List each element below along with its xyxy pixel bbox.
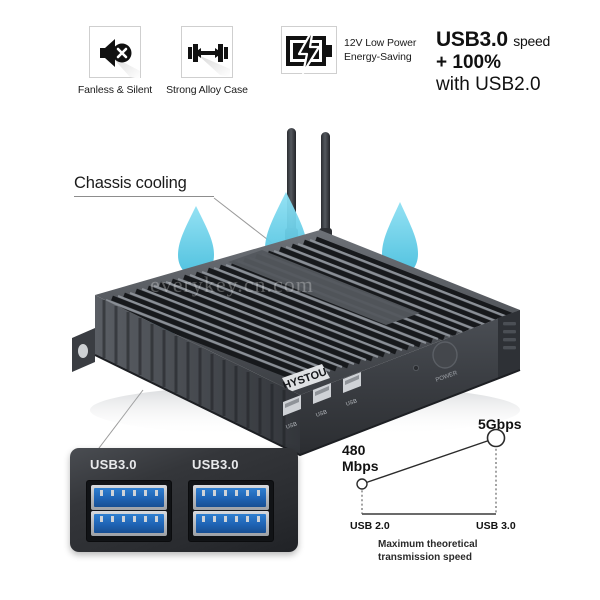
feature-badge-row: Fanless & Silent Strong Alloy Case xyxy=(0,0,600,120)
usb-port-group-left[interactable] xyxy=(86,480,172,542)
usb-port-insert xyxy=(196,514,266,533)
chassis-front-face xyxy=(300,310,520,455)
speaker-mute-icon-svg xyxy=(100,39,140,79)
usb-speed-headline: USB3.0 speed + 100% with USB2.0 xyxy=(436,28,596,96)
chart-caption-line2: transmission speed xyxy=(378,552,472,563)
front-usb-ports: USB USB USB xyxy=(283,372,361,431)
feature-power-label: 12V Low Power Energy-Saving xyxy=(344,36,422,64)
headline-line-3: with USB2.0 xyxy=(436,74,541,96)
dumbbell-icon xyxy=(181,26,233,78)
headline-usb30: USB3.0 xyxy=(436,28,508,51)
chart-label-480mbps: 480 Mbps xyxy=(342,442,379,474)
speed-chart-svg xyxy=(356,428,506,515)
headline-line-2: + 100% xyxy=(436,52,501,74)
battery-bolt-icon xyxy=(281,26,337,75)
left-face-fins xyxy=(102,300,286,446)
feature-power: 12V Low Power Energy-Saving xyxy=(281,26,422,75)
chart-tick-usb20: USB 2.0 xyxy=(350,520,390,532)
front-usb-port-2: USB xyxy=(313,383,331,419)
chart-tick-usb30: USB 3.0 xyxy=(476,520,516,532)
antenna-right xyxy=(319,132,332,242)
usb3-callout-panel: USB3.0 USB3.0 xyxy=(70,448,298,552)
front-usb-label-2: USB xyxy=(315,409,328,419)
mounting-bracket xyxy=(72,328,95,372)
battery-bolt-icon-svg xyxy=(286,27,332,75)
feature-fanless: Fanless & Silent xyxy=(60,26,170,97)
usb-port-insert xyxy=(196,488,266,507)
front-usb-label-1: USB xyxy=(285,421,298,431)
speed-comparison-chart: 480 Mbps 5Gbps USB 2.0 USB 3.0 Maximum t… xyxy=(336,414,594,564)
usb-port[interactable] xyxy=(91,485,167,510)
usb-port[interactable] xyxy=(193,511,269,536)
chart-caption: Maximum theoretical transmission speed xyxy=(378,538,508,564)
feature-alloy: Strong Alloy Case xyxy=(152,26,262,97)
chart-trend-line xyxy=(361,437,497,485)
chart-point-usb30 xyxy=(486,428,506,448)
status-led xyxy=(412,364,419,371)
chassis-cooling-underline xyxy=(74,196,214,197)
chart-caption-line1: Maximum theoretical xyxy=(378,539,478,550)
usb-port[interactable] xyxy=(193,485,269,510)
headline-line-1: USB3.0 speed xyxy=(436,28,596,52)
chassis-cooling-label: Chassis cooling xyxy=(74,174,187,192)
front-usb-port-1: USB xyxy=(283,395,301,431)
dumbbell-icon-svg xyxy=(188,44,230,77)
usb-port-insert xyxy=(94,514,164,533)
speaker-mute-icon xyxy=(89,26,141,79)
right-end-cap xyxy=(498,310,520,378)
usb-port-group-right[interactable] xyxy=(188,480,274,542)
mini-pc-illustration: HYSTOU xyxy=(72,128,521,457)
feature-fanless-label: Fanless & Silent xyxy=(77,84,153,96)
front-usb-port-3: USB xyxy=(343,372,361,408)
usb-port-insert xyxy=(94,488,164,507)
usb-group-label-left: USB3.0 xyxy=(90,457,137,472)
usb-group-label-right: USB3.0 xyxy=(192,457,239,472)
chart-point-usb20 xyxy=(356,478,368,490)
feature-power-label-line2: Energy-Saving xyxy=(344,51,412,63)
chassis-cooling-callout: Chassis cooling xyxy=(74,174,264,197)
chart-label-480-line1: 480 xyxy=(342,442,366,458)
mini-pc-product-image: HYSTOU xyxy=(0,110,600,470)
feature-power-label-line1: 12V Low Power xyxy=(344,36,417,49)
feature-alloy-label: Strong Alloy Case xyxy=(166,84,248,96)
headline-speed-word: speed xyxy=(513,33,550,49)
usb-port[interactable] xyxy=(91,511,167,536)
heatsink-fins xyxy=(99,236,517,383)
chart-label-5gbps: 5Gbps xyxy=(478,416,522,432)
chart-label-480-line2: Mbps xyxy=(342,458,379,475)
front-usb-label-3: USB xyxy=(345,398,358,408)
